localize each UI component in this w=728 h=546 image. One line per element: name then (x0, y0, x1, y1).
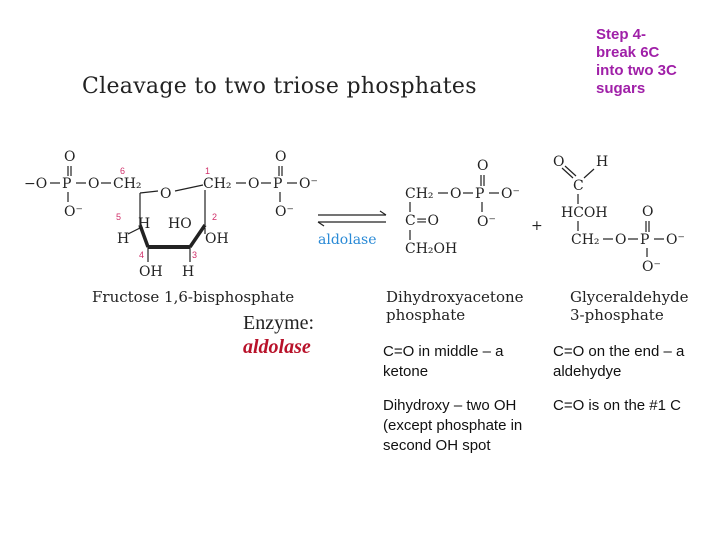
atom: O (160, 186, 171, 202)
step-note-line: break 6C (596, 44, 660, 61)
slide-title: Cleavage to two triose phosphates (82, 74, 477, 99)
carbon-number: 2 (212, 212, 217, 222)
atom: O (88, 176, 99, 192)
arrow-enzyme-label: aldolase (318, 232, 377, 248)
atom: C=O (405, 213, 439, 229)
note-dihydroxy: Dihydroxy – two OH (except phosphate in … (383, 397, 523, 454)
atom: C (573, 178, 584, 194)
atom: H (596, 154, 608, 170)
enzyme-label: Enzyme: (243, 312, 315, 334)
atom: O⁻ (501, 186, 520, 202)
atom: O⁻ (64, 204, 83, 220)
atom: H (117, 231, 129, 247)
atom: O (275, 149, 286, 165)
atom: CH₂ (203, 176, 232, 192)
enzyme-name: aldolase (243, 336, 311, 358)
atom: CH₂ (113, 176, 142, 192)
atom: H (138, 216, 150, 232)
atom: O (64, 149, 75, 165)
carbon-number: 3 (192, 250, 197, 260)
atom: CH₂OH (405, 241, 457, 257)
atom: O (642, 204, 653, 220)
carbon-number: 4 (139, 250, 144, 260)
atom: HCOH (561, 205, 608, 221)
step-note-line: Step 4- (596, 26, 647, 43)
atom: O (248, 176, 259, 192)
note-aldehyde: C=O on the end – a aldehydye (553, 343, 685, 380)
atom: O (615, 232, 626, 248)
carbon-number: 5 (116, 212, 121, 222)
atom: OH (139, 264, 163, 280)
atom: OH (205, 231, 229, 247)
atom: O⁻ (642, 259, 661, 275)
atom: O⁻ (299, 176, 318, 192)
carbon-number: 1 (205, 166, 210, 176)
fructose-bisphosphate-structure: O −O P O CH₂ O⁻ O CH₂ O P O⁻ O O⁻ (24, 149, 318, 280)
atom: −O (24, 176, 47, 192)
atom: P (62, 176, 71, 192)
step-note: Step 4- break 6C into two 3C sugars (596, 26, 706, 98)
atom: CH₂ (571, 232, 600, 248)
dhap-structure: CH₂ O P O⁻ O O⁻ C=O CH₂OH (405, 158, 520, 257)
step-note-line: sugars (596, 80, 646, 97)
step-note-line: into two 3C (596, 62, 677, 79)
equilibrium-arrows (317, 210, 387, 227)
atom: O⁻ (477, 214, 496, 230)
g3p-name: Glyceraldehyde (570, 288, 689, 306)
atom: O⁻ (275, 204, 294, 220)
dhap-notes: C=O in middle – a ketone Dihydroxy – two… (383, 342, 543, 456)
dhap-name: Dihydroxyacetone (386, 288, 524, 306)
dhap-name-line2: phosphate (386, 306, 465, 324)
g3p-structure: O H C HCOH CH₂ O P O⁻ O O⁻ (553, 154, 685, 275)
note-ketone: C=O in middle – a ketone (383, 343, 504, 380)
atom: O (553, 154, 564, 170)
atom: O (477, 158, 488, 174)
atom: P (273, 176, 282, 192)
atom: CH₂ (405, 186, 434, 202)
atom: H (182, 264, 194, 280)
atom: P (640, 232, 649, 248)
atom: HO (168, 216, 192, 232)
g3p-notes: C=O on the end – a aldehydye C=O is on t… (553, 342, 723, 416)
note-carbon-one: C=O is on the #1 C (553, 397, 681, 414)
carbon-number: 6 (120, 166, 125, 176)
plus-sign: + (531, 218, 543, 234)
g3p-name-line2: 3-phosphate (570, 306, 664, 324)
atom: P (475, 186, 484, 202)
atom: O (450, 186, 461, 202)
atom: O⁻ (666, 232, 685, 248)
reactant-name: Fructose 1,6-bisphosphate (92, 288, 294, 306)
